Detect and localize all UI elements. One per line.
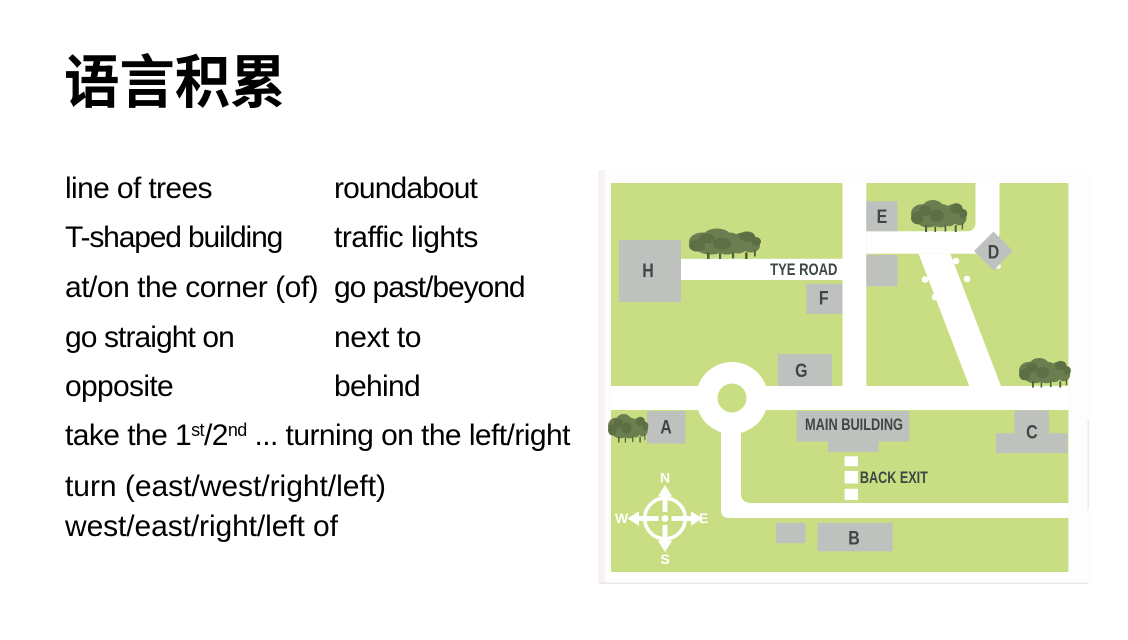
svg-text:S: S — [660, 551, 669, 567]
svg-text:A: A — [660, 416, 672, 438]
svg-text:E: E — [699, 510, 708, 526]
svg-text:G: G — [795, 360, 807, 382]
svg-text:H: H — [642, 260, 654, 282]
svg-text:B: B — [848, 527, 860, 549]
svg-text:F: F — [819, 287, 829, 309]
svg-text:C: C — [1026, 421, 1038, 443]
svg-text:N: N — [660, 469, 670, 485]
svg-text:MAIN BUILDING: MAIN BUILDING — [805, 417, 903, 435]
svg-text:D: D — [988, 241, 1000, 263]
svg-text:BACK EXIT: BACK EXIT — [860, 470, 928, 488]
svg-text:TYE ROAD: TYE ROAD — [770, 262, 838, 280]
svg-text:W: W — [615, 510, 629, 526]
svg-text:E: E — [877, 205, 888, 227]
